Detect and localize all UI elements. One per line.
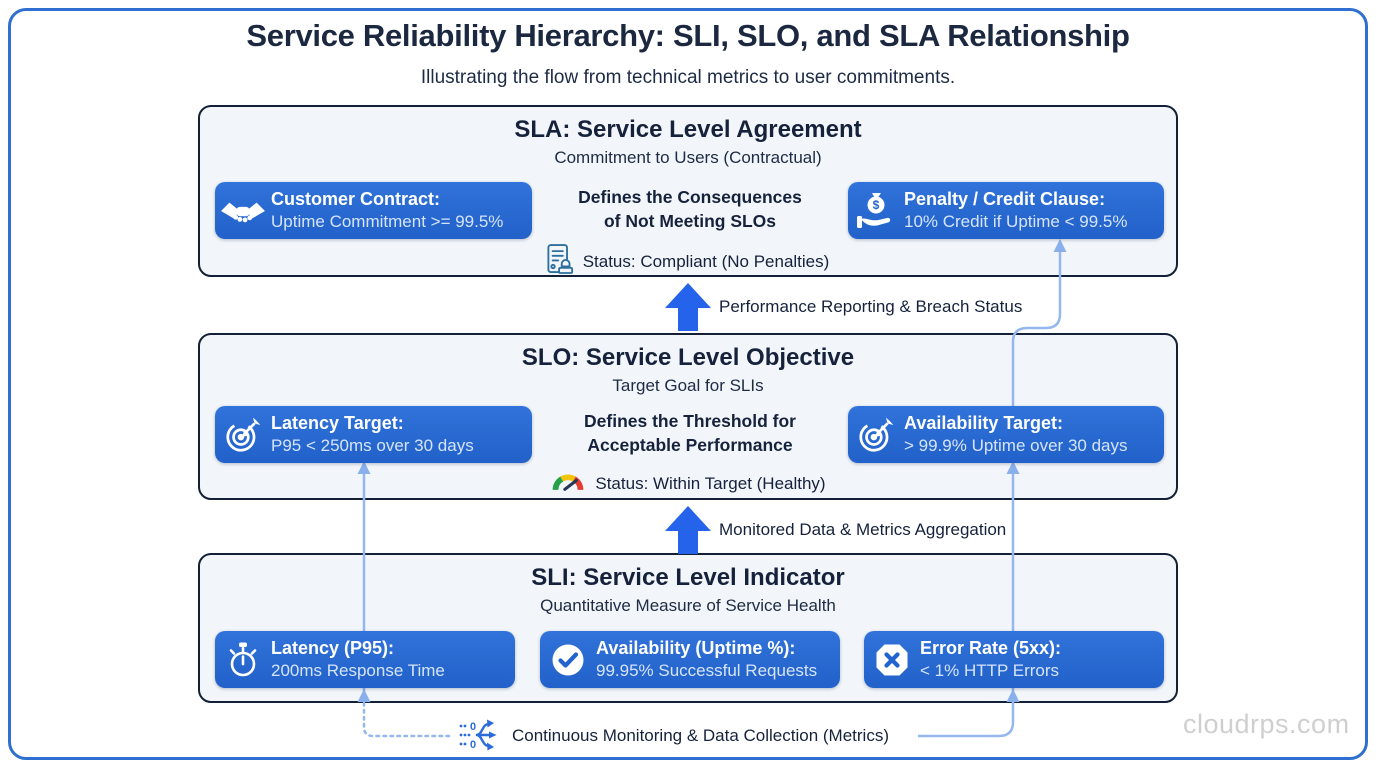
page-subtitle: Illustrating the flow from technical met… (420, 67, 956, 88)
slo-to-sla-flow-label: Performance Reporting & Breach Status (719, 297, 1023, 316)
customer-contract-pill: Customer Contract: Uptime Commitment >= … (215, 182, 532, 239)
slo-title: SLO: Service Level Objective (521, 344, 855, 371)
gauge-icon (550, 468, 586, 499)
stopwatch-icon (215, 639, 271, 681)
sla-status-text: Status: Compliant (No Penalties) (582, 252, 830, 271)
pill-value: P95 < 250ms over 30 days (271, 436, 474, 456)
pill-value: 200ms Response Time (271, 661, 445, 681)
pill-title: Error Rate (5xx): (920, 637, 1062, 658)
data-flow-icon: 0 0 (458, 712, 506, 763)
error-rate-sli-pill: Error Rate (5xx): < 1% HTTP Errors (864, 631, 1164, 688)
sla-center-text: Defines the Consequences of Not Meeting … (530, 186, 850, 233)
svg-text:0: 0 (470, 739, 476, 751)
sli-subtitle: Quantitative Measure of Service Health (540, 596, 836, 615)
availability-sli-pill: Availability (Uptime %): 99.95% Successf… (540, 631, 840, 688)
pill-value: 10% Credit if Uptime < 99.5% (904, 212, 1128, 232)
pill-title: Penalty / Credit Clause: (904, 188, 1106, 209)
sla-center-line2: of Not Meeting SLOs (603, 210, 777, 231)
sla-center-line1: Defines the Consequences (578, 187, 802, 207)
x-octagon-icon (864, 641, 920, 679)
svg-text:$: $ (873, 198, 880, 212)
penalty-clause-pill: $ Penalty / Credit Clause: 10% Credit if… (848, 182, 1164, 239)
pill-value: 99.95% Successful Requests (596, 661, 818, 681)
sli-to-slo-flow-label: Monitored Data & Metrics Aggregation (719, 520, 1007, 539)
slo-status-text: Status: Within Target (Healthy) (595, 473, 826, 493)
target-icon (848, 414, 904, 456)
watermark: cloudrps.com (1183, 709, 1350, 739)
pill-value: Uptime Commitment >= 99.5% (271, 212, 504, 232)
availability-target-pill: Availability Target: > 99.9% Uptime over… (848, 406, 1164, 463)
check-circle-icon (540, 641, 596, 679)
money-hand-icon: $ (848, 190, 904, 232)
target-icon (215, 414, 271, 456)
handshake-icon (215, 196, 271, 226)
document-stamp-icon (547, 243, 574, 281)
slo-box: SLO: Service Level Objective Target Goal… (198, 333, 1178, 500)
sli-title: SLI: Service Level Indicator (531, 564, 845, 591)
pill-title: Latency (P95): (271, 637, 395, 658)
pill-title: Customer Contract: (271, 188, 441, 209)
page-title: Service Reliability Hierarchy: SLI, SLO,… (246, 18, 1130, 53)
slo-center-line1: Defines the Threshold for (584, 411, 796, 431)
sli-box: SLI: Service Level Indicator Quantitativ… (198, 553, 1178, 703)
sla-title: SLA: Service Level Agreement (514, 116, 862, 143)
pill-value: > 99.9% Uptime over 30 days (904, 436, 1128, 456)
pill-title: Availability Target: (904, 412, 1064, 433)
slo-center-text: Defines the Threshold for Acceptable Per… (530, 410, 850, 457)
latency-sli-pill: Latency (P95): 200ms Response Time (215, 631, 515, 688)
latency-target-pill: Latency Target: P95 < 250ms over 30 days (215, 406, 532, 463)
svg-text:0: 0 (470, 721, 476, 733)
pill-title: Latency Target: (271, 412, 404, 433)
slo-center-line2: Acceptable Performance (587, 434, 793, 455)
monitoring-flow-label: Continuous Monitoring & Data Collection … (512, 726, 889, 745)
pill-value: < 1% HTTP Errors (920, 661, 1060, 681)
sla-status-row: Status: Compliant (No Penalties) (200, 243, 1176, 281)
slo-subtitle: Target Goal for SLIs (612, 376, 764, 395)
pill-title: Availability (Uptime %): (596, 637, 796, 658)
outer-frame-border (8, 8, 1368, 760)
sla-subtitle: Commitment to Users (Contractual) (554, 148, 822, 167)
slo-status-row: Status: Within Target (Healthy) (200, 468, 1176, 499)
sla-box: SLA: Service Level Agreement Commitment … (198, 105, 1178, 277)
